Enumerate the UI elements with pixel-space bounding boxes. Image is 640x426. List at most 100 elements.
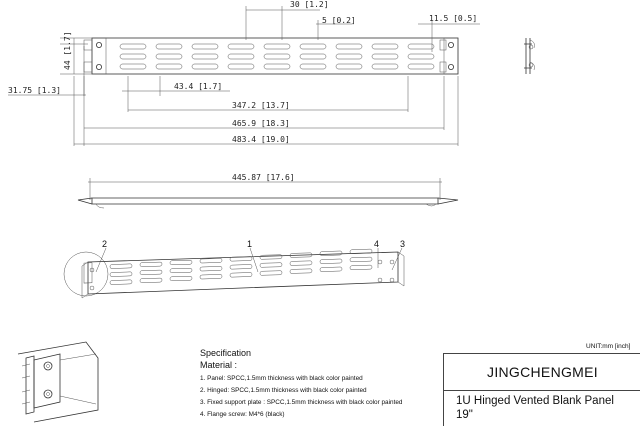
mount-hole (447, 64, 454, 71)
material-item: 4. Flange screw: M4*6 (black) (200, 411, 285, 418)
vent-slot (371, 53, 399, 60)
iso-vent-slot (199, 266, 223, 272)
iso-vent-slot (139, 277, 163, 283)
vent-slot (119, 53, 147, 60)
front-view (83, 37, 459, 75)
product-line-1: 1U Hinged Vented Blank Panel (456, 395, 614, 407)
material-item: 1. Panel: SPCC,1.5mm thickness with blac… (200, 375, 363, 382)
dim-347-2: 347.2 [13.7] (232, 101, 290, 110)
iso-vent-slot (229, 256, 253, 262)
unit-note: UNIT:mm [inch] (586, 343, 631, 350)
material-item: 2. Hinged: SPCC,1.5mm thickness with bla… (200, 387, 367, 394)
iso-vent-slot (109, 279, 133, 285)
vent-slot (227, 53, 255, 60)
vent-slot (155, 53, 183, 60)
side-view (524, 38, 535, 74)
vent-slot (407, 43, 435, 50)
left-dimensions: 44 [1.7] 31.75 [1.3] (8, 31, 92, 96)
material-label: Material : (200, 360, 238, 370)
vent-slot (227, 43, 255, 50)
vent-slot (263, 63, 291, 70)
dim-445-87: 445.87 [17.6] (232, 173, 295, 182)
vent-slot (263, 43, 291, 50)
vent-slot (407, 53, 435, 60)
iso-vent-slot (259, 270, 283, 276)
hinge-screw (43, 389, 53, 399)
dim-44: 44 [1.7] (63, 31, 72, 70)
iso-vent-slot (289, 268, 313, 274)
vent-slot (335, 43, 363, 50)
vent-slot (263, 53, 291, 60)
specification-block: Specification Material : 1. Panel: SPCC,… (200, 348, 440, 421)
hinge-knuckle (83, 61, 93, 73)
iso-vent-slots (109, 248, 373, 285)
vent-slot (191, 63, 219, 70)
iso-vent-slot (199, 274, 223, 280)
hinge-knuckle (83, 39, 93, 51)
hinge-knuckle (439, 61, 447, 73)
dim-483-4: 483.4 [19.0] (232, 135, 290, 144)
hinge-detail (17, 341, 99, 423)
iso-vent-slot (109, 263, 133, 269)
dim-5: 5 [0.2] (322, 16, 356, 25)
hinge-knuckle (439, 39, 447, 51)
iso-vent-slot (319, 266, 343, 272)
iso-vent-slot (319, 250, 343, 256)
vent-slot (371, 63, 399, 70)
vent-slot (119, 63, 147, 70)
vent-slot (371, 43, 399, 50)
iso-vent-slot (289, 260, 313, 266)
left-ear (91, 37, 107, 75)
iso-vent-slot (289, 252, 313, 258)
right-ear (443, 37, 459, 75)
vent-slot (299, 53, 327, 60)
dim-31-75: 31.75 [1.3] (8, 86, 61, 95)
iso-vent-slot (229, 264, 253, 270)
top-view: 445.87 [17.6] (77, 173, 459, 209)
mount-hole (447, 42, 454, 49)
balloon-2: 2 (102, 239, 107, 249)
brand-name: JINGCHENGMEI (444, 354, 640, 391)
mount-hole (96, 64, 103, 71)
bottom-dimensions: 43.4 [1.7] 347.2 [13.7] 465.9 [18.3] 483… (73, 76, 459, 146)
material-item: 3. Fixed support plate : SPCC,1.5mm thic… (200, 399, 403, 406)
isometric-view: 2 1 4 3 (63, 239, 405, 299)
iso-vent-slot (139, 261, 163, 267)
spec-heading: Specification (200, 348, 252, 358)
iso-vent-slot (349, 248, 373, 254)
panel-top-flanges (77, 197, 459, 205)
iso-vent-slot (229, 272, 253, 278)
product-line-2: 19" (456, 409, 473, 421)
dim-11-5: 11.5 [0.5] (429, 14, 477, 23)
iso-vent-slot (199, 258, 223, 264)
hinge-knuckle (25, 355, 35, 415)
panel-outline (91, 37, 459, 75)
vent-slot (155, 43, 183, 50)
iso-vent-slot (169, 267, 193, 274)
top-dimensions: 30 [1.2] 5 [0.2] 11.5 [0.5] (245, 0, 480, 52)
iso-vent-slot (259, 262, 283, 268)
vent-slot (227, 63, 255, 70)
balloon-4: 4 (374, 239, 379, 249)
vent-slot (155, 63, 183, 70)
hinge-panel-edge (17, 341, 99, 423)
vent-slot (299, 63, 327, 70)
dim-43-4: 43.4 [1.7] (174, 82, 222, 91)
vent-slot (299, 43, 327, 50)
material-list: 1. Panel: SPCC,1.5mm thickness with blac… (200, 373, 440, 421)
panel-top-outline (91, 197, 439, 205)
iso-vent-slot (349, 256, 373, 262)
mount-hole (96, 42, 103, 49)
vent-slots (119, 43, 435, 70)
vent-slot (119, 43, 147, 50)
balloon-1: 1 (247, 239, 252, 249)
vent-slot (191, 43, 219, 50)
iso-vent-slot (169, 275, 193, 282)
vent-slot (191, 53, 219, 60)
iso-vent-slot (319, 258, 343, 264)
dim-465-9: 465.9 [18.3] (232, 119, 290, 128)
detail-circle (63, 251, 109, 297)
title-block: JINGCHENGMEI 1U Hinged Vented Blank Pane… (443, 353, 640, 426)
iso-vent-slot (169, 259, 193, 266)
